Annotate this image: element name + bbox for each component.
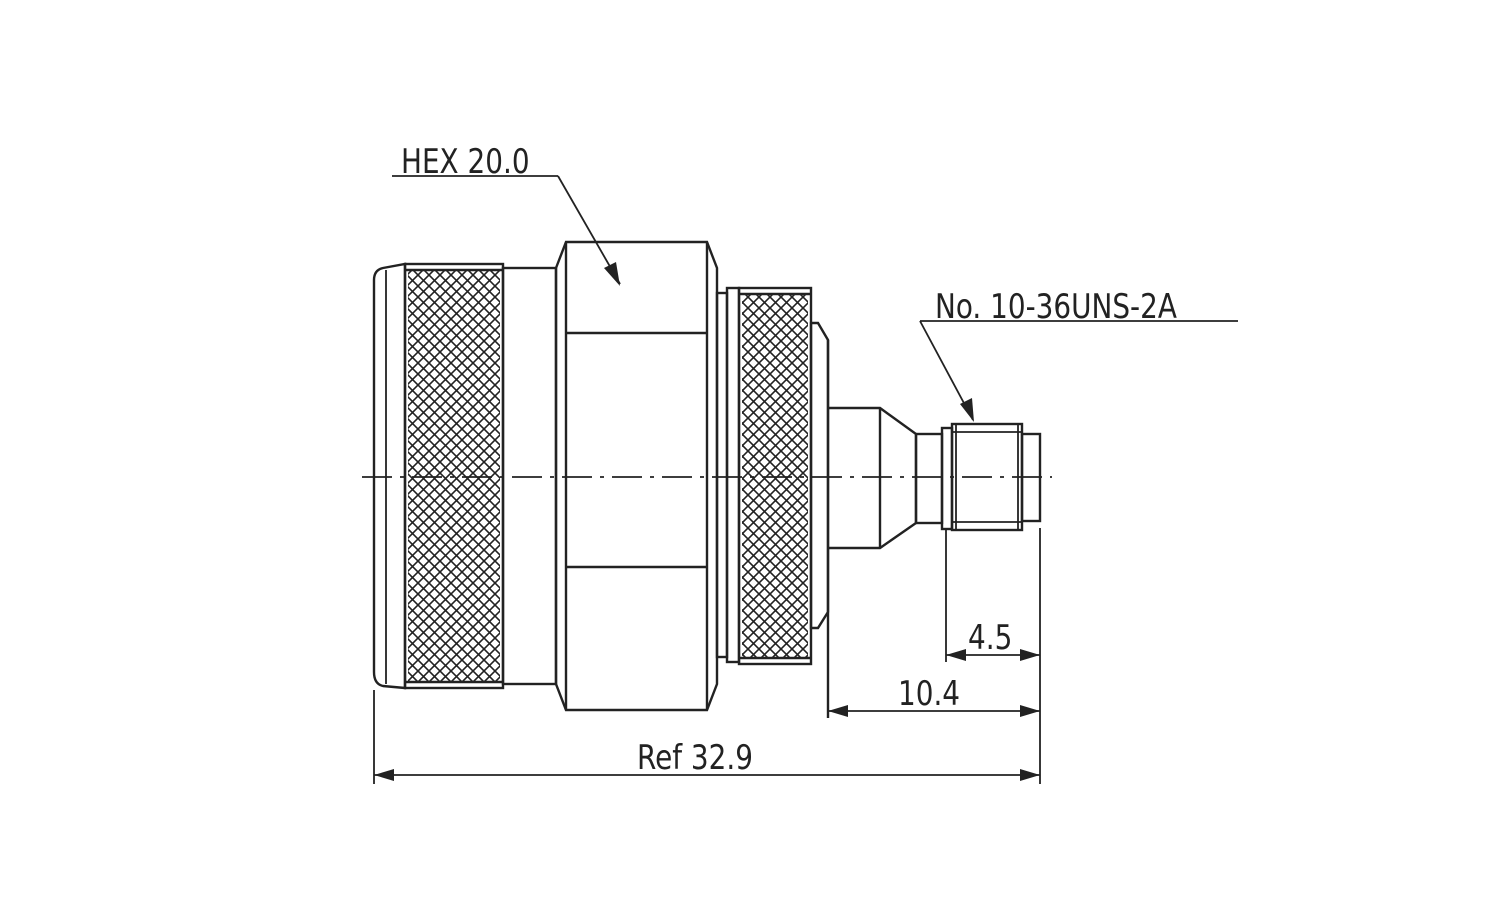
dimension-overall-label: Ref 32.9 <box>637 738 753 777</box>
thread-callout: No. 10-36UNS-2A <box>919 287 1238 422</box>
flange <box>809 321 830 718</box>
hex-body <box>554 240 719 712</box>
ring-section <box>715 286 741 664</box>
dimension-pin-to-flange: 10.4 <box>828 674 1040 717</box>
coupling-nut <box>372 262 558 690</box>
dimension-overall: Ref 32.9 <box>374 738 1040 781</box>
knurled-grip-right <box>737 286 813 666</box>
thread-label: No. 10-36UNS-2A <box>935 287 1177 326</box>
dimension-pin-to-flange-label: 10.4 <box>898 674 960 713</box>
hex-callout: HEX 20.0 <box>392 142 621 286</box>
connector-neck <box>828 406 944 550</box>
extension-lines <box>373 528 1041 784</box>
dimension-pin-length-label: 4.5 <box>968 618 1012 657</box>
dimension-pin-length: 4.5 <box>946 618 1040 661</box>
knurled-grip-left <box>408 270 500 682</box>
hex-label: HEX 20.0 <box>401 142 530 181</box>
